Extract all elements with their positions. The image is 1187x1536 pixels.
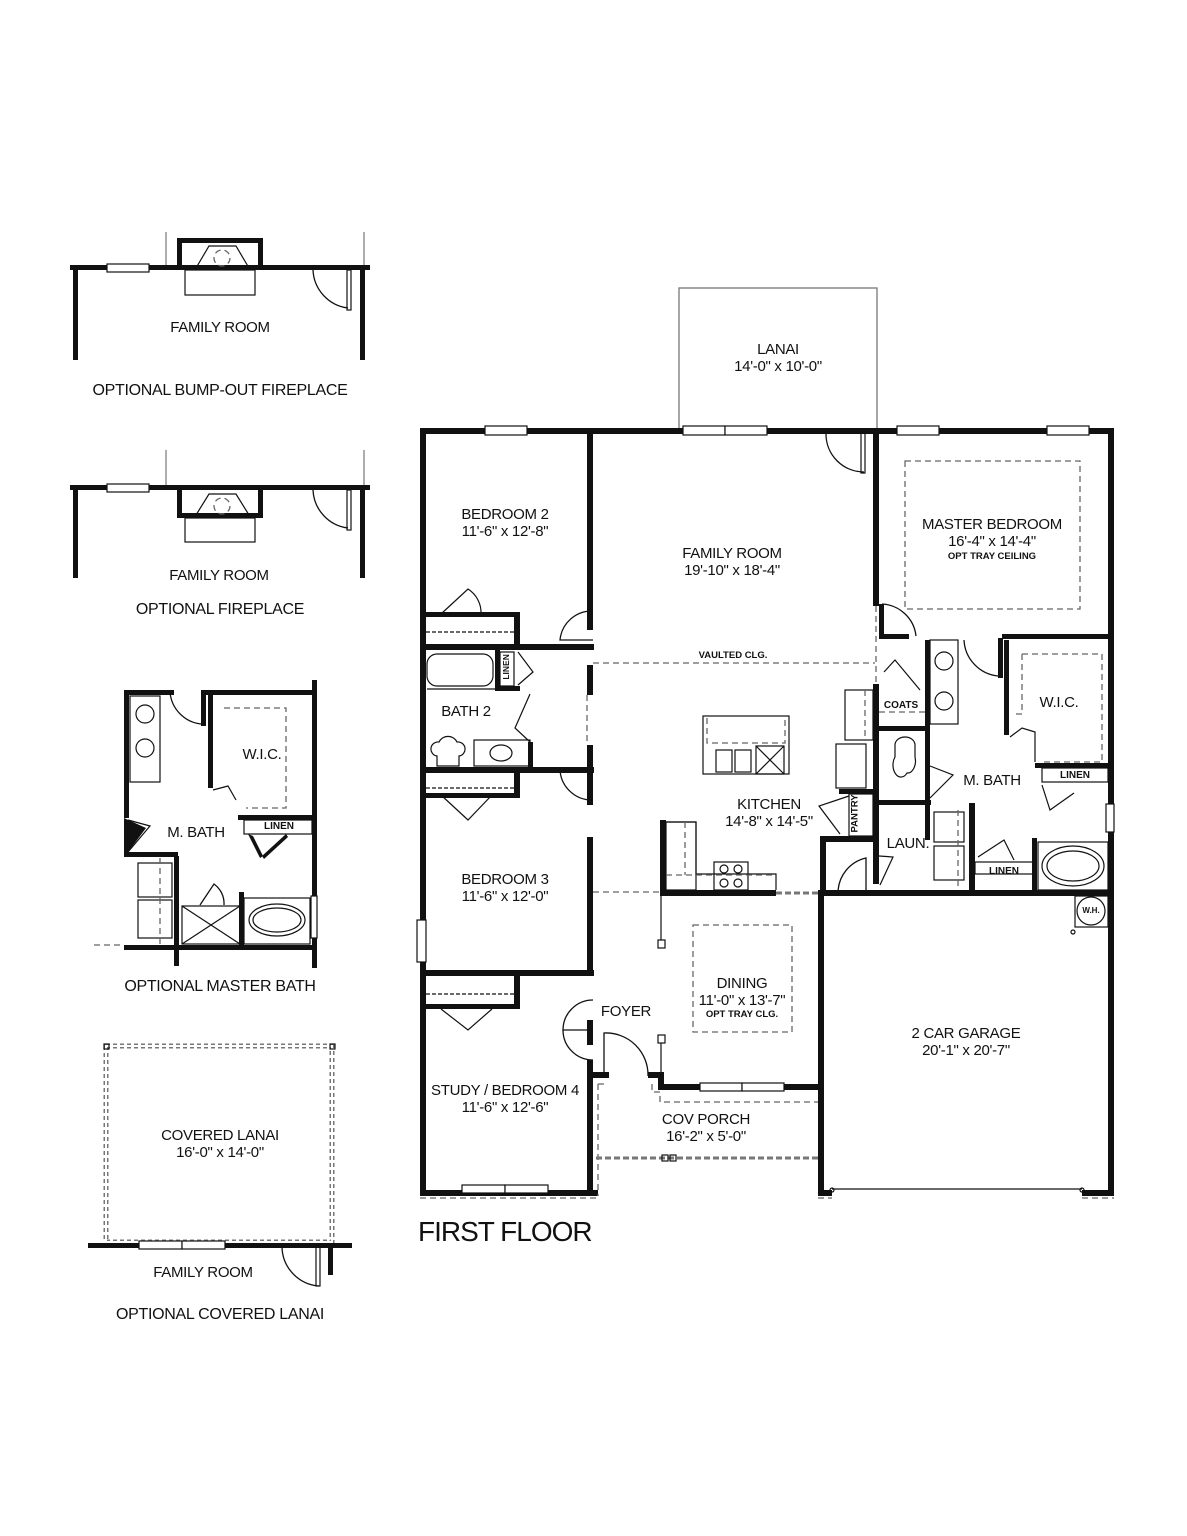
option-bump-out-fireplace <box>70 232 370 360</box>
opt-covered-lanai-name: COVERED LANAI <box>161 1127 279 1144</box>
option-covered-lanai <box>88 1043 352 1287</box>
kitchen-name: KITCHEN <box>737 796 801 813</box>
opt-lanai-family-room-label: FAMILY ROOM <box>153 1264 253 1281</box>
dining-name: DINING <box>716 975 768 992</box>
pantry-label: PANTRY <box>849 794 861 833</box>
laundry-label: LAUN. <box>886 835 930 852</box>
vaulted-ceiling-label: VAULTED CLG. <box>698 650 768 661</box>
master-bath-linen2: LINEN <box>989 866 1019 877</box>
garage-size: 20'-1" x 20'-7" <box>922 1042 1010 1059</box>
opt-linen-label: LINEN <box>264 821 294 832</box>
wic-label: W.I.C. <box>1039 694 1079 711</box>
study-size: 11'-6" x 12'-6" <box>461 1099 549 1116</box>
opt-mbath-label: M. BATH <box>167 824 225 841</box>
foyer-label: FOYER <box>600 1003 652 1020</box>
plan-title: FIRST FLOOR <box>418 1216 593 1247</box>
opt-wic-label: W.I.C. <box>242 746 282 763</box>
bath2-linen-label: LINEN <box>501 654 512 680</box>
master-bedroom-note: OPT TRAY CEILING <box>947 551 1037 562</box>
bedroom3-size: 11'-6" x 12'-0" <box>461 888 549 905</box>
study-name: STUDY / BEDROOM 4 <box>431 1082 579 1099</box>
bedroom3-name: BEDROOM 3 <box>461 871 549 888</box>
water-heater-label: W.H. <box>1082 906 1100 915</box>
fireplace-caption: OPTIONAL FIREPLACE <box>135 601 305 618</box>
dining-size: 11'-0" x 13'-7" <box>698 992 786 1009</box>
bump-out-family-room-label: FAMILY ROOM <box>170 319 270 336</box>
kitchen-size: 14'-8" x 14'-5" <box>725 813 813 830</box>
lanai-size: 14'-0" x 10'-0" <box>734 358 822 375</box>
covered-lanai-caption: OPTIONAL COVERED LANAI <box>116 1306 324 1323</box>
main-floor-plan <box>416 287 1115 1199</box>
master-bath-name: M. BATH <box>963 772 1021 789</box>
dining-note: OPT TRAY CLG. <box>705 1009 779 1020</box>
master-bedroom-size: 16'-4" x 14'-4" <box>948 533 1036 550</box>
option-master-bath <box>94 680 318 968</box>
family-room-name: FAMILY ROOM <box>682 545 782 562</box>
master-bedroom-name: MASTER BEDROOM <box>922 516 1062 533</box>
coats-label: COATS <box>883 700 919 711</box>
opt-covered-lanai-size: 16'-0" x 14'-0" <box>176 1144 264 1161</box>
lanai-name: LANAI <box>757 341 799 358</box>
fireplace-family-room-label: FAMILY ROOM <box>169 567 269 584</box>
porch-size: 16'-2" x 5'-0" <box>666 1128 746 1145</box>
option-fireplace <box>70 450 370 578</box>
porch-name: COV PORCH <box>661 1111 751 1128</box>
garage-name: 2 CAR GARAGE <box>911 1025 1021 1042</box>
bedroom2-size: 11'-6" x 12'-8" <box>461 523 549 540</box>
master-bath-linen1: LINEN <box>1060 770 1090 781</box>
master-bath-caption: OPTIONAL MASTER BATH <box>124 978 316 995</box>
bump-out-fireplace-caption: OPTIONAL BUMP-OUT FIREPLACE <box>92 382 348 399</box>
bath2-name: BATH 2 <box>441 703 491 720</box>
family-room-size: 19'-10" x 18'-4" <box>684 562 780 579</box>
bedroom2-name: BEDROOM 2 <box>461 506 549 523</box>
